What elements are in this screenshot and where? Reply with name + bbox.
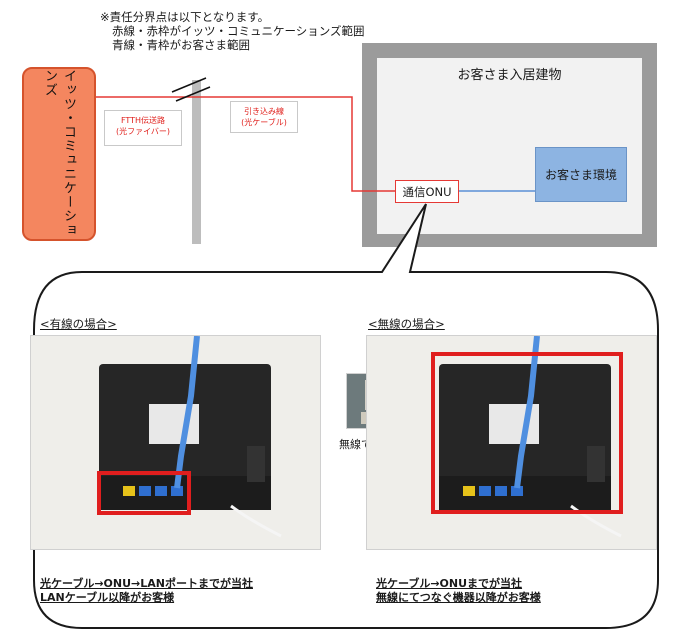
ftth-label: FTTH伝送路 (光ファイバー): [104, 110, 182, 146]
wireless-router-illustration: [367, 336, 656, 549]
wired-caption: 光ケーブル→ONU→LANポートまでが当社 LANケーブル以降がお客様: [40, 577, 253, 605]
wired-caption-line2: LANケーブル以降がお客様: [40, 591, 175, 604]
onu-label: 通信ONU: [402, 184, 452, 199]
power-cable: [230, 504, 282, 538]
wireless-boundary-frame: [431, 352, 623, 514]
lan-port-2: [495, 486, 507, 496]
drop-label-line1: 引き込み線: [244, 107, 284, 116]
wired-caption-line1: 光ケーブル→ONU→LANポートまでが当社: [40, 577, 253, 590]
ftth-label-line2: (光ファイバー): [115, 127, 171, 136]
drop-cable-label: 引き込み線 (光ケーブル): [230, 101, 298, 133]
onu-box: 通信ONU: [395, 180, 459, 203]
power-cable: [570, 504, 622, 538]
lan-port-2: [155, 486, 167, 496]
provider-name: イッツ・コミュニケーションズ: [42, 69, 76, 237]
drop-cable-line: [197, 96, 395, 192]
cut-mark-2: [175, 86, 211, 102]
lan-port-1: [139, 486, 151, 496]
customer-environment-label: お客さま環境: [544, 168, 617, 182]
wireless-caption: 光ケーブル→ONUまでが当社 無線にてつなぐ機器以降がお客様: [376, 577, 541, 605]
wireless-caption-line1: 光ケーブル→ONUまでが当社: [376, 577, 523, 590]
responsibility-note: ※責任分界点は以下となります。 赤線・赤枠がイッツ・コミュニケーションズ範囲 青…: [100, 10, 365, 52]
wireless-router-photo: [366, 335, 657, 550]
utility-pole: [192, 80, 201, 244]
wired-router-photo: [30, 335, 321, 550]
building-title: お客さま入居建物: [457, 68, 562, 83]
drop-label-line2: (光ケーブル): [241, 118, 287, 127]
customer-environment-box: お客さま環境: [535, 147, 627, 202]
lan-cable: [514, 336, 540, 489]
note-line-1: ※責任分界点は以下となります。: [100, 10, 270, 24]
lan-port-1: [479, 486, 491, 496]
wireless-case-title: <無線の場合>: [368, 317, 445, 331]
ftth-label-line1: FTTH伝送路: [120, 116, 166, 125]
wan-port: [463, 486, 475, 496]
note-line-3: 青線・青枠がお客さま範囲: [112, 38, 250, 52]
wired-case-title: <有線の場合>: [40, 317, 117, 331]
wired-boundary-frame: [97, 471, 191, 515]
wired-router-illustration: [31, 336, 320, 549]
lan-port-3: [171, 486, 183, 496]
wireless-caption-line2: 無線にてつなぐ機器以降がお客様: [376, 591, 541, 604]
wan-port: [123, 486, 135, 496]
cut-mark-1: [171, 77, 207, 93]
customer-building-interior: [377, 58, 642, 234]
note-line-2: 赤線・赤枠がイッツ・コミュニケーションズ範囲: [112, 24, 365, 38]
provider-box: イッツ・コミュニケーションズ: [22, 67, 96, 241]
lan-port-3: [511, 486, 523, 496]
